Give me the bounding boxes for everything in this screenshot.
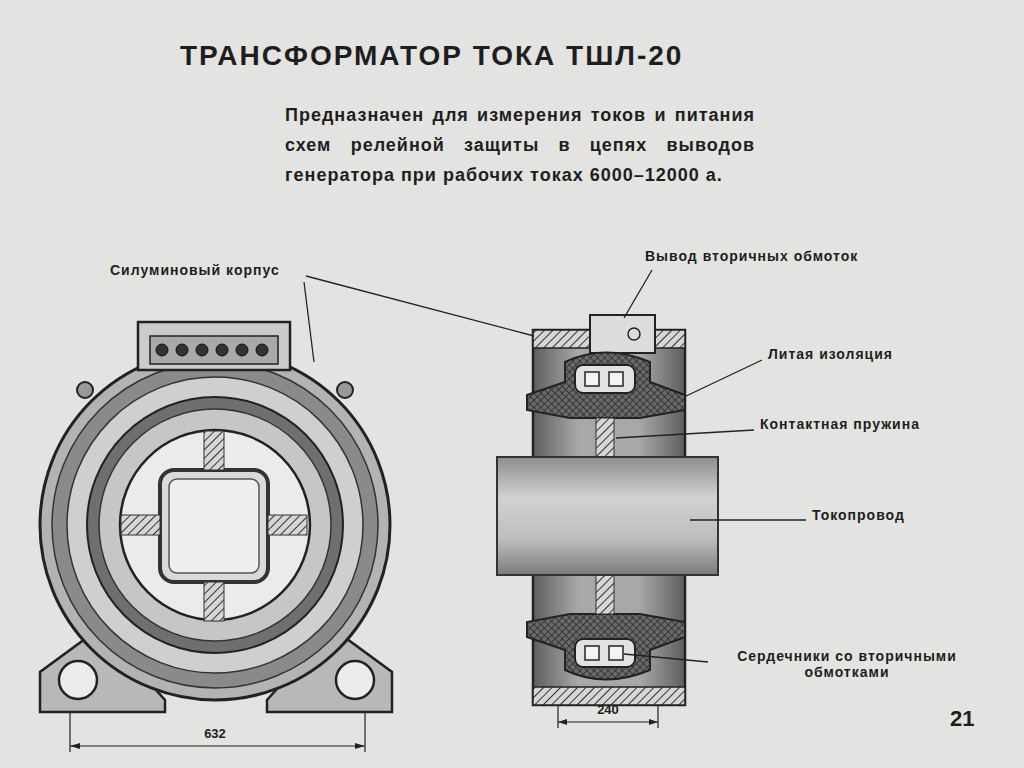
dimension: 240 [585, 702, 631, 717]
part-label: Контактная пружина [760, 416, 920, 432]
front-view [40, 322, 392, 752]
description: Предназначен для измерения токов и питан… [285, 100, 755, 190]
part-label: Сердечники со вторичными обмотками [712, 648, 982, 680]
leader-lines [304, 270, 806, 662]
section-view [497, 315, 718, 728]
page-number: 21 [950, 706, 974, 732]
title: ТРАНСФОРМАТОР ТОКА ТШЛ-20 [180, 40, 683, 72]
part-label: Литая изоляция [768, 346, 893, 362]
part-label: Токопровод [812, 507, 905, 523]
part-label: Вывод вторичных обмоток [645, 248, 858, 264]
dimension: 632 [190, 726, 240, 741]
part-label: Силуминовый корпус [110, 262, 280, 278]
